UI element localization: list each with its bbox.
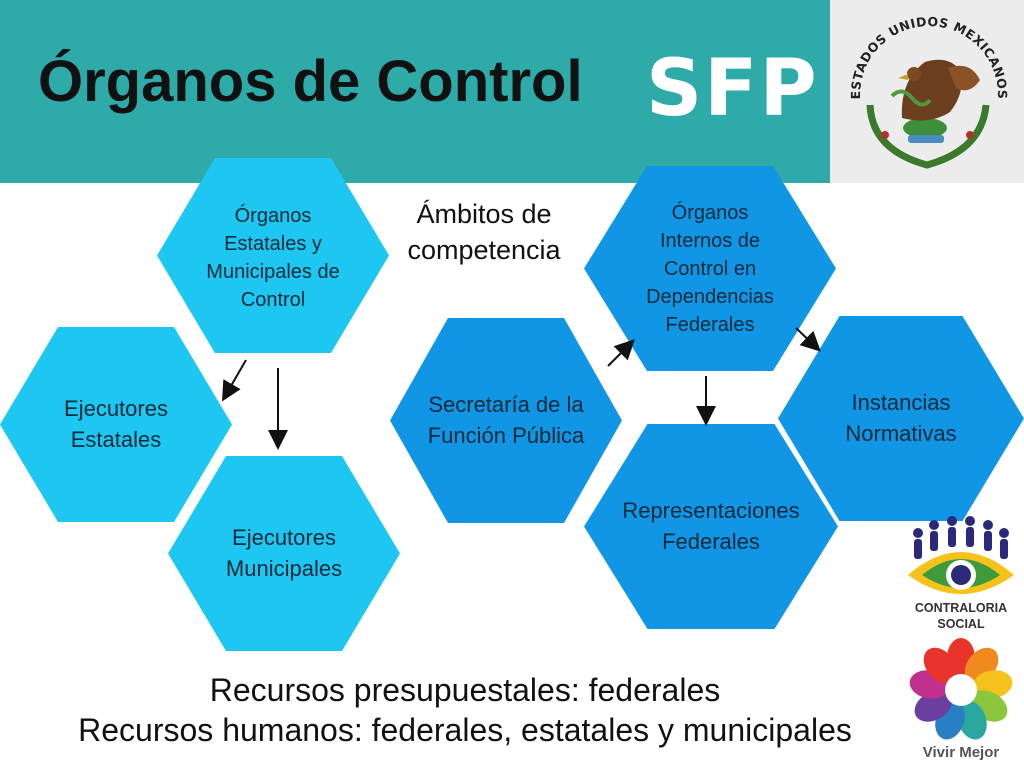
contraloria-social-logo: CONTRALORIA SOCIAL (900, 515, 1022, 635)
social-text: SOCIAL (937, 617, 985, 631)
contraloria-text: CONTRALORIA (914, 601, 1008, 615)
footer-line-1: Recursos presupuestales: federales (209, 672, 721, 708)
node-text-line: Función Pública (427, 422, 585, 448)
node-text-line: Control en (663, 257, 757, 280)
node-text-line: Normativas (845, 420, 957, 446)
node-text-line: Representaciones (622, 497, 800, 523)
node-text-line: Internos de (659, 229, 761, 252)
eye-people-icon (908, 516, 1014, 594)
node-text-line: Federales (662, 528, 760, 554)
node-text-line: Órganos (671, 201, 749, 224)
node-text-line: Federales (665, 313, 755, 336)
mexico-seal: ESTADOS UNIDOS MEXICANOS (830, 0, 1024, 183)
node-text-line: Control (240, 288, 306, 311)
arrow-to-ejecutores-estatales (221, 359, 247, 402)
node-text-line: Ejecutores (64, 395, 168, 421)
ambitos-label: Ámbitos de competencia (407, 199, 561, 266)
node-text-line: Municipales de (206, 260, 340, 283)
node-text-line: Órganos (234, 204, 312, 227)
node-text-line: Dependencias (646, 285, 774, 308)
arrow-to-organos-internos (607, 339, 635, 367)
node-text-line: Instancias (851, 389, 951, 415)
node-text-line: Ejecutores (232, 524, 336, 550)
title-banner: Órganos de Control SFP (0, 0, 830, 183)
vivir-mejor-logo: Vivir Mejor (906, 638, 1016, 766)
eagle-seal-icon: ESTADOS UNIDOS MEXICANOS (848, 14, 1010, 169)
node-text-line: Estatales (70, 426, 162, 452)
flower-icon (909, 638, 1013, 740)
footer-line-2: Recursos humanos: federales, estatales y… (78, 712, 852, 748)
node-text-line: Estatales y (224, 232, 322, 255)
node-text-line: Secretaría de la (428, 391, 584, 417)
vivir-mejor-text: Vivir Mejor (922, 744, 1000, 761)
sfp-logo: SFP (646, 44, 819, 134)
node-ejecutores-estatales: Ejecutores Estatales (0, 327, 232, 522)
slide-title: Órganos de Control (38, 49, 583, 114)
node-text-line: Municipales (225, 555, 343, 581)
arrow-to-instancias (795, 327, 821, 352)
